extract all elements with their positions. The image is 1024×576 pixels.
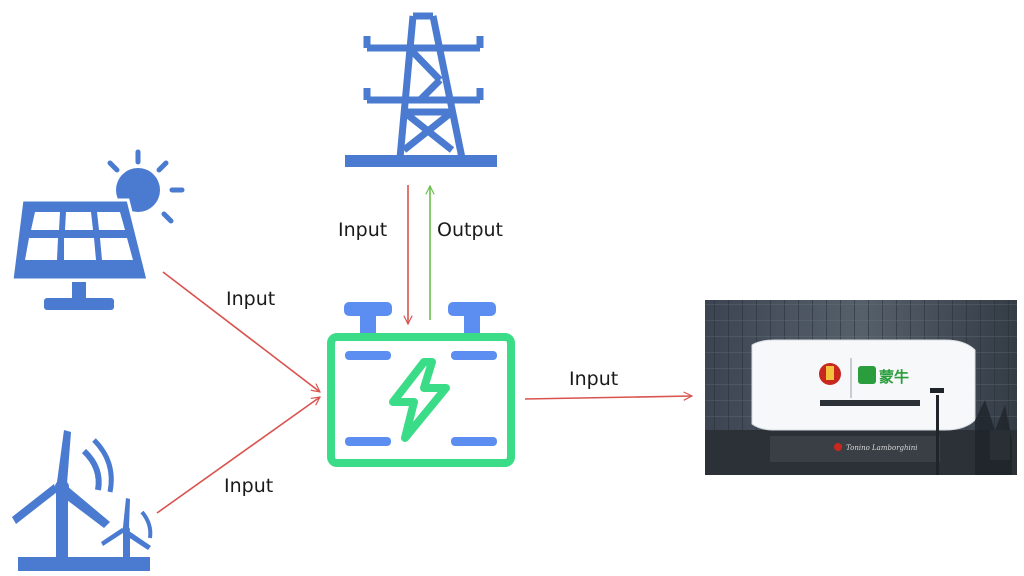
billboard-logo-text: 蒙牛 — [879, 368, 909, 386]
label-wind-input: Input — [224, 475, 273, 497]
wind-turbine-icon — [12, 430, 153, 571]
transmission-tower-icon — [363, 12, 484, 159]
label-grid-input: Input — [338, 219, 387, 241]
led-billboard-photo: 蒙牛 Tonino Lamborghini — [705, 300, 1017, 475]
solar-panel-icon — [10, 198, 150, 310]
arrow-battery-to-billboard — [524, 396, 692, 399]
lightning-icon — [389, 358, 450, 442]
arrow-wind-to-battery — [156, 397, 320, 514]
label-billboard-input: Input — [569, 368, 618, 390]
storefront-sign: Tonino Lamborghini — [846, 444, 918, 452]
label-solar-input: Input — [226, 288, 275, 310]
label-grid-output: Output — [437, 219, 503, 241]
battery-storage-icon — [327, 302, 515, 467]
tower-base — [345, 155, 497, 167]
arrow-solar-to-battery — [162, 271, 320, 392]
